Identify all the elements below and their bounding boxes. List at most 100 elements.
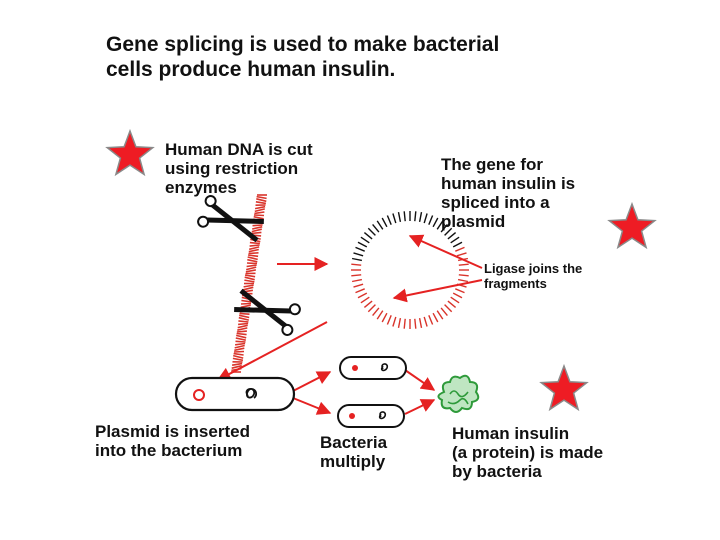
label-bacteria-multiply: Bacteria multiply: [320, 433, 387, 471]
plasmid-segment: [355, 246, 365, 252]
label-line: human insulin is: [441, 174, 576, 194]
plasmid-segment: [423, 316, 428, 327]
arrow-ligase-top: [408, 234, 483, 269]
dna-segment: [249, 241, 260, 245]
insulin-protein-icon: [437, 374, 480, 413]
plasmid-segment: [450, 296, 460, 304]
dna-segment: [234, 342, 246, 346]
title-line-1: Gene splicing is used to make bacterial: [106, 33, 500, 56]
dna-segment: [236, 330, 247, 333]
plasmid-segment: [452, 241, 463, 248]
label-line: Human insulin: [452, 424, 570, 443]
plasmid-segment: [353, 283, 364, 288]
label-line: The gene for: [441, 155, 544, 174]
plasmid-segment: [386, 315, 392, 325]
dna-segment: [238, 322, 249, 326]
label-ligase: Ligase joins the fragments: [484, 261, 583, 291]
dna-segment: [233, 354, 244, 359]
dna-segment: [237, 327, 248, 331]
plasmid-segment: [428, 315, 434, 325]
dna-segment: [236, 332, 247, 336]
plasmid-segment: [457, 278, 469, 283]
arrow-to-bacteria-top: [292, 371, 332, 392]
plasmid-segment: [414, 318, 417, 329]
dna-segment: [237, 324, 248, 329]
plasmid-segment: [447, 300, 457, 308]
plasmid-segment: [436, 220, 444, 230]
dna-segment: [240, 302, 252, 305]
dna-segment: [249, 246, 260, 251]
dna-segment: [239, 312, 250, 315]
plasmid-segment: [423, 213, 428, 224]
dna-segment: [254, 205, 266, 210]
scissors-icon: [234, 288, 301, 336]
dna-segment: [235, 337, 246, 341]
dna-segment: [253, 214, 265, 217]
label-line: multiply: [320, 452, 386, 472]
plasmid-segment: [456, 252, 467, 257]
dna-segment: [233, 352, 244, 356]
dna-segment: [235, 340, 246, 343]
title-line-2: cells produce human insulin.: [106, 58, 396, 82]
label-insulin-made: Human insulin (a protein) is made by bac…: [452, 424, 603, 481]
dna-segment: [244, 279, 255, 283]
plasmid-segment: [372, 223, 380, 233]
dna-segment: [241, 299, 252, 303]
dna-segment: [238, 320, 249, 323]
dna-segment: [244, 274, 256, 278]
dna-segment: [231, 362, 243, 366]
plasmid-segment: [418, 317, 423, 329]
arrow-ligase-bottom: [392, 279, 483, 303]
plasmid-icon: [351, 211, 469, 329]
plasmid-segment: [397, 211, 402, 223]
plasmid-segment: [351, 278, 363, 283]
plasmid-segment: [355, 288, 365, 294]
plasmid-segment: [357, 292, 368, 299]
label-line: fragments: [484, 275, 547, 291]
plasmid-segment: [458, 274, 469, 277]
dna-segment: [247, 254, 259, 258]
dna-segment: [248, 248, 259, 253]
dna-segment: [251, 231, 262, 235]
plasmid-segment: [440, 223, 448, 233]
plasmid-segment: [351, 274, 362, 277]
plasmid-segment: [403, 211, 406, 222]
dna-segment: [236, 334, 247, 339]
label-line: enzymes: [165, 178, 237, 198]
label-plasmid-inserted: Plasmid is inserted into the bacterium: [95, 422, 250, 460]
label-line: Plasmid is inserted: [95, 422, 250, 441]
label-line: (a protein) is made: [452, 443, 604, 463]
plasmid-segment: [444, 227, 453, 236]
bacterium-icon: [337, 404, 405, 428]
arrow-to-insulin-bottom: [404, 399, 436, 415]
plasmid-segment: [386, 215, 392, 225]
plasmid-segment: [414, 211, 417, 222]
plasmid-segment: [444, 304, 453, 313]
dna-segment: [254, 208, 265, 213]
plasmid-segment: [440, 307, 448, 317]
plasmid-segment: [351, 263, 362, 266]
label-gene-spliced: The gene for human insulin is spliced in…: [441, 155, 575, 231]
dna-segment: [256, 198, 267, 203]
plasmid-segment: [436, 310, 444, 320]
dna-segment: [246, 262, 258, 265]
dna-strand-icon: [231, 194, 267, 373]
dna-segment: [253, 215, 264, 220]
plasmid-segment: [353, 252, 364, 257]
plasmid-segment: [428, 215, 434, 225]
plasmid-segment: [376, 310, 384, 320]
scissors-icon: [197, 195, 264, 243]
label-line: Ligase joins the: [484, 261, 583, 276]
dna-segment: [254, 211, 265, 215]
plasmid-segment: [432, 312, 439, 323]
plasmid-segment: [392, 316, 397, 327]
plasmid-segment: [363, 232, 373, 240]
dna-segment: [255, 201, 267, 205]
dna-segment: [251, 228, 262, 233]
label-dna-cut: Human DNA is cut using restriction enzym…: [165, 140, 313, 197]
plasmid-segment: [360, 236, 370, 244]
label-line: spliced into a: [441, 193, 550, 213]
plasmid-segment: [381, 217, 388, 228]
dna-segment: [247, 256, 258, 261]
